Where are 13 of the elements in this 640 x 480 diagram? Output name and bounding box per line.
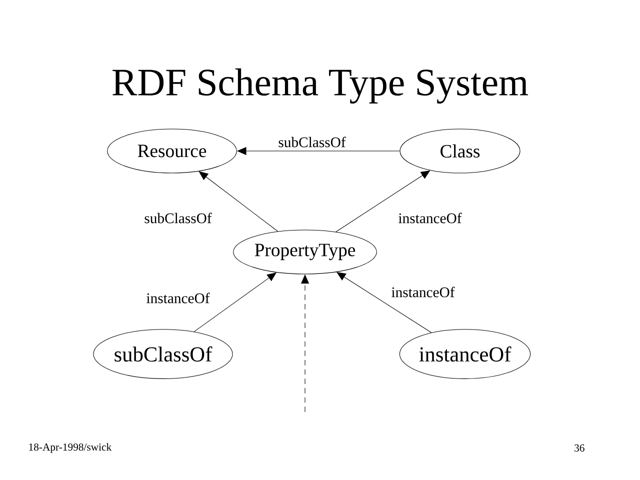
title: RDF Schema Type System — [112, 68, 528, 104]
ellipse-node: PropertyType — [233, 230, 377, 274]
footer-text: 18-Apr-1998/swick — [29, 443, 112, 453]
edge-label: subClassOf — [142, 211, 214, 225]
ellipse-node: Resource — [107, 128, 237, 174]
edge-label: subClassOf — [276, 135, 348, 149]
footer-text: 36 — [574, 444, 584, 452]
edge-label: instanceOf — [390, 285, 456, 299]
ellipse-node: Class — [400, 128, 520, 174]
ellipse-node: instanceOf — [399, 329, 531, 379]
edge-label: instanceOf — [144, 291, 212, 305]
edge-label: instanceOf — [396, 211, 464, 225]
ellipse-node: subClassOf — [93, 329, 233, 379]
